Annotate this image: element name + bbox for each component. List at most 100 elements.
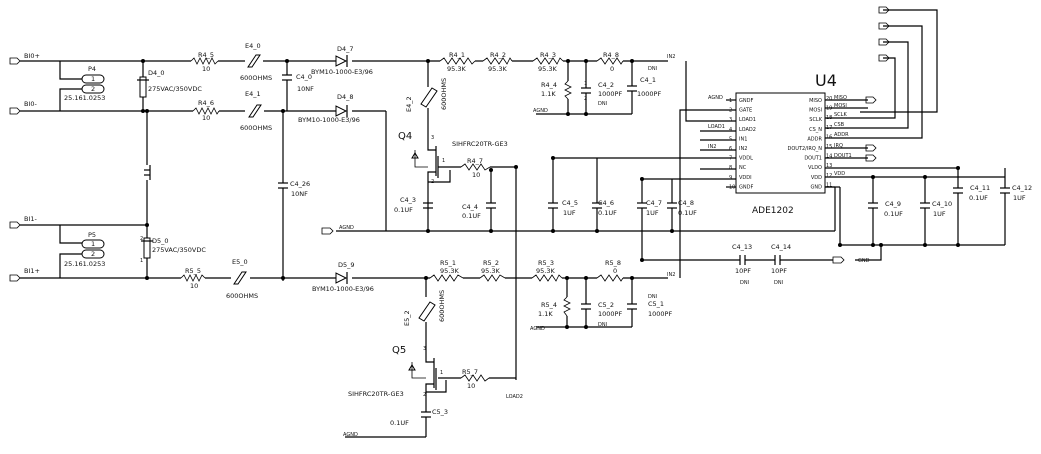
q4-pin3: 3 [431,135,434,141]
q5-ref: Q5 [392,345,406,356]
c4-4-value: 0.1UF [462,212,481,220]
c4-11-value: 0.1UF [969,194,988,202]
junctions [141,59,960,329]
u4-pin-number: 15 [826,144,832,150]
c4-2-pin1: 1 [584,81,587,87]
u4-pin-name: VDD [811,175,822,181]
p5-pin2: 2 [91,250,95,258]
q5-value: SIHFRC20TR-GE3 [348,390,404,398]
resistor-r4-2: R4_2 95.3K [482,51,513,73]
capacitor-c4-8: C4_8 0.1UF [667,199,697,217]
u4-pin-number: 16 [826,134,832,140]
u4-pin-number: 1 [729,98,732,104]
c4-3-value: 0.1UF [394,206,413,214]
u4-pin-number: 9 [729,175,732,181]
u4-pin-name: ADDR [807,136,822,142]
c5-3-ref: C5_3 [432,408,448,416]
resistor-r4-7: R4_7 10 [460,157,491,179]
net-dout1: DOUT1 [834,153,852,159]
c4-9-ref: C4_9 [885,200,901,208]
d5-0-ref: D5_0 [152,237,169,245]
c4-11-ref: C4_11 [970,184,990,192]
r4-4-value: 1.1K [541,90,556,98]
u4-pin-number: 19 [826,106,832,112]
connector-p4: 1 2 P4 25.161.0253 [64,65,105,102]
net-agnd-u4: AGND [708,95,723,101]
u4-pin-number: 20 [826,96,832,102]
resistor-r4-3: R4_3 95.3K [532,51,564,73]
net-load1-u4: LOAD1 [708,124,725,130]
c4-2-value: 1000PF [598,90,622,98]
c5-2-ref: C5_2 [598,301,614,309]
net-addr: ADDR [834,132,849,138]
c4-2-ref: C4_2 [598,81,614,89]
port-sclk: SCLK [834,112,847,118]
capacitor-c4-10: C4_10 1UF [920,200,952,218]
r5-3-ref: R5_3 [538,259,554,267]
d4-7-ref: D4_7 [337,45,354,53]
c5-3-value: 0.1UF [390,419,409,427]
port-bi0m: BI0- [9,100,38,115]
c4-13-value: 10PF [735,267,751,275]
ferrite-e4-0: E4_0 600OHMS [240,42,272,82]
d4-8-value: BYM10-1000-E3/96 [298,116,360,124]
net-miso: MISO [834,95,847,101]
c4-3-ref: C4_3 [400,196,416,204]
e4-2-value: 600OHMS [440,78,448,110]
capacitor-c4-2: 1 2 C4_2 1000PF DNI [581,81,622,107]
resistor-r4-6: R4_6 10 [192,99,220,122]
capacitor-c4-14: C4_14 10PF DNI [771,243,791,286]
r5-8-ref: R5_8 [605,259,621,267]
c4-2-dni: DNI [598,101,607,107]
c4-12-value: 1UF [1013,194,1026,202]
resistor-r4-5: R4_5 10 [190,51,219,73]
r5-5-value: 10 [190,282,198,290]
capacitor-c5-1: C5_1 1000PF [627,300,672,318]
u4-left-pins: GNDF1GATE2LOAD13LOAD24IN15IN26VDDL7NC8VD… [729,98,756,190]
p4-pin1: 1 [91,75,95,83]
capacitor-c5-3: C5_3 0.1UF [390,408,448,427]
e4-0-value: 600OHMS [240,74,272,82]
c4-10-value: 1UF [933,210,946,218]
capacitor-c4-7: C4_7 1UF [637,199,662,217]
u4-pin-name: SCLK [809,117,822,123]
diode-d4-7: D4_7 BYM10-1000-E3/96 [311,45,373,76]
resistor-r5-1: R5_1 95.3K [429,259,464,282]
d5-9-value: BYM10-1000-E3/96 [312,285,374,293]
u4-pin-number: 3 [729,117,732,123]
port-flag-3 [878,38,890,46]
r5-4-value: 1.1K [538,310,553,318]
net-gnd: GND [858,258,870,264]
capacitor-c4-12: C4_12 1UF [1000,184,1032,202]
c4-1-ref: C4_1 [640,76,656,84]
c4-4-ref: C4_4 [462,203,478,211]
net-label-bi1p: BI1+ [24,267,40,275]
d4-0-ref: D4_0 [148,69,165,77]
r5-1-ref: R5_1 [440,259,456,267]
capacitor-c4-11: C4_11 0.1UF [953,184,990,202]
r5-7-value: 10 [467,382,475,390]
u4-pin-number: 11 [826,182,832,188]
u4-ref: U4 [815,71,837,90]
d5-0-value: 275VAC/350VDC [152,246,206,254]
e5-0-ref: E5_0 [232,258,248,266]
r4-8-value: 0 [610,65,614,73]
r5-4-ref: R5_4 [541,301,557,309]
resistor-r5-8: R5_8 0 [596,259,624,282]
net-vdd: VDD [834,171,845,177]
resistor-r5-7: R5_7 10 [460,368,490,390]
q5-pin1: 1 [440,370,443,376]
chip-u4: U4 ADE1202 GNDF1GATE2LOAD13LOAD24IN15IN2… [729,71,837,216]
u4-pin-name: DOUT2/IRQ_N [788,146,823,152]
u4-pin-name: IN2 [739,146,747,152]
resistor-r4-1: R4_1 95.3K [439,51,476,73]
p4-ref: P4 [88,65,96,73]
u4-pin-number: 8 [729,165,732,171]
capacitor-c4-0: C4_0 10NF [282,73,314,93]
